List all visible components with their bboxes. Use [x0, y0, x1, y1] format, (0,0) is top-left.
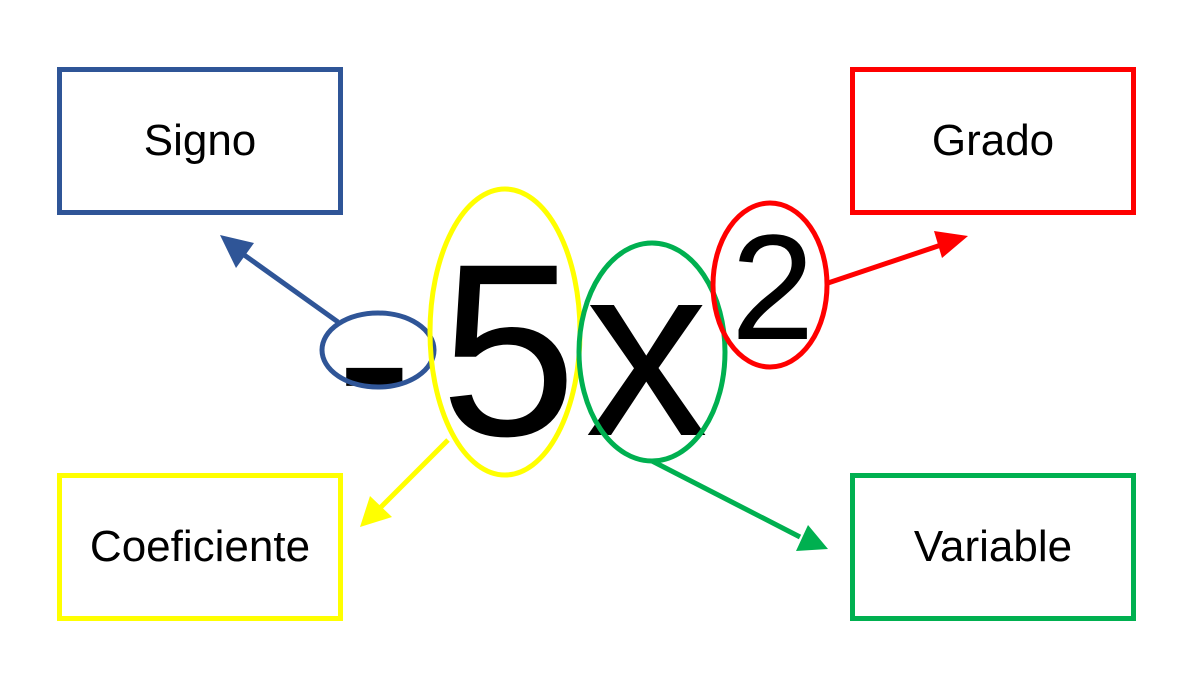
label-box-coefficient: Coeficiente: [57, 473, 343, 621]
variable-arrowhead-icon: [796, 525, 828, 551]
degree-arrow-line: [827, 241, 945, 286]
label-box-variable: Variable: [850, 473, 1136, 621]
label-box-degree: Grado: [850, 67, 1136, 215]
label-box-sign: Signo: [57, 67, 343, 215]
variable-arrow-line: [650, 458, 802, 540]
coefficient-arrow-line: [376, 438, 450, 512]
label-variable: Variable: [913, 522, 1073, 571]
coefficient-arrowhead-icon: [360, 496, 392, 527]
coefficient-ellipse: [427, 186, 583, 478]
degree-arrowhead-icon: [934, 231, 968, 258]
label-degree: Grado: [931, 116, 1055, 165]
sign-arrow-line: [238, 249, 340, 325]
sign-ellipse: [319, 310, 437, 390]
degree-ellipse: [710, 200, 830, 370]
expression-coefficient: 5: [440, 213, 577, 488]
label-coefficient: Coeficiente: [89, 522, 311, 571]
expression-exponent: 2: [731, 203, 815, 371]
variable-ellipse: [576, 240, 728, 464]
expression-sign: -: [336, 230, 413, 487]
label-sign: Signo: [143, 116, 257, 165]
sign-arrowhead-icon: [220, 235, 254, 268]
